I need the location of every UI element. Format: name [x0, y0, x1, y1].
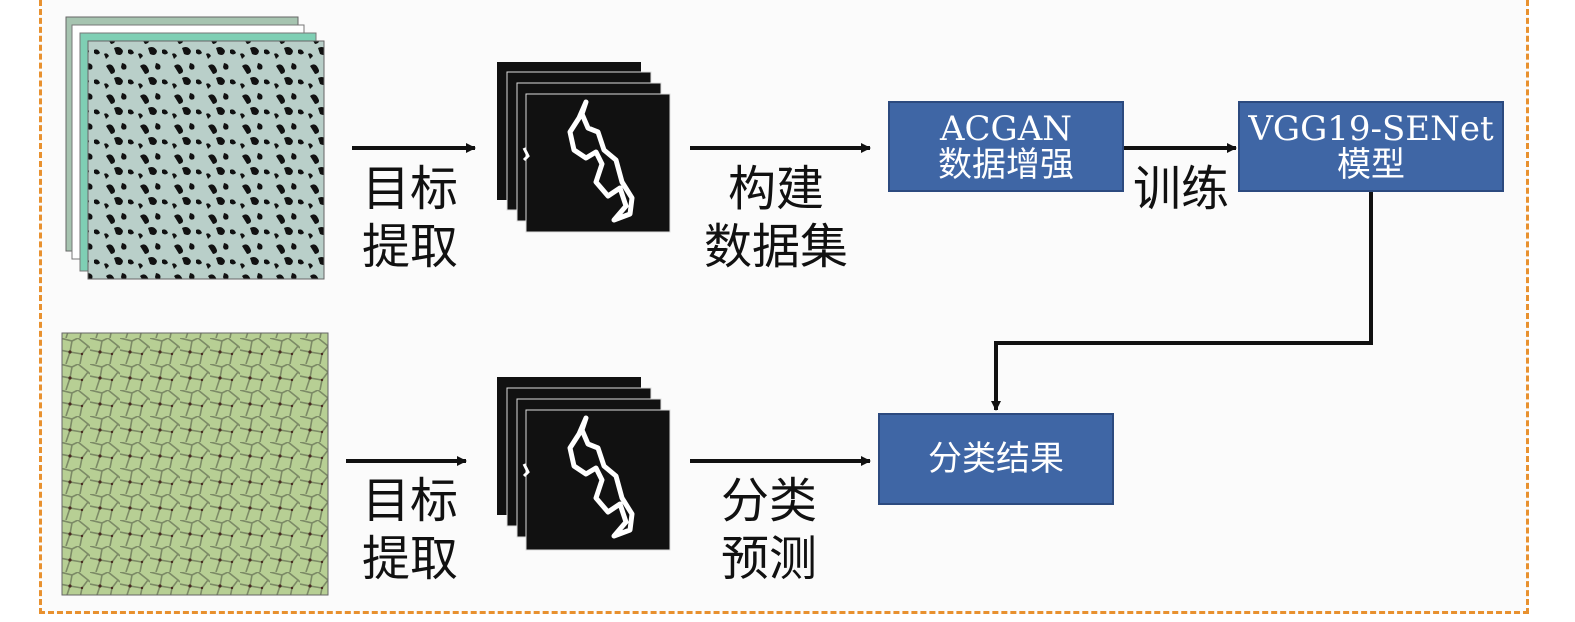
bottom-step2-line1: 分类 — [720, 473, 817, 529]
top-step2-line1: 构建 — [727, 161, 824, 217]
top-binary-stack — [497, 62, 671, 233]
bottom-step1-line1: 目标 — [361, 473, 458, 529]
top-step2-line2: 数据集 — [703, 219, 848, 275]
bottom-binary-stack — [497, 377, 671, 551]
top-step1-line2: 提取 — [361, 219, 458, 275]
acgan-box-line2: 数据增强 — [938, 144, 1074, 185]
top-step2-label: 构建 数据集 — [694, 160, 858, 276]
top-step1-line1: 目标 — [361, 161, 458, 217]
bottom-step1-line2: 提取 — [361, 531, 458, 587]
bottom-step2-line2: 预测 — [720, 531, 817, 587]
bottom-step1-label: 目标 提取 — [358, 472, 462, 588]
bottom-micrograph — [61, 332, 329, 596]
model-box-line1: VGG19-SENet — [1248, 108, 1494, 149]
model-box: VGG19-SENet 模型 — [1238, 101, 1504, 192]
top-image-stack — [65, 16, 325, 280]
acgan-box: ACGAN 数据增强 — [888, 101, 1124, 192]
arrow-model-to-result — [991, 190, 1373, 411]
acgan-box-line1: ACGAN — [939, 108, 1073, 149]
model-box-line2: 模型 — [1337, 144, 1405, 185]
top-step1-label: 目标 提取 — [358, 160, 462, 276]
result-box-label: 分类结果 — [928, 439, 1064, 479]
train-label: 训练 — [1132, 161, 1229, 217]
bottom-step2-label: 分类 预测 — [712, 472, 826, 588]
result-box: 分类结果 — [878, 413, 1114, 505]
